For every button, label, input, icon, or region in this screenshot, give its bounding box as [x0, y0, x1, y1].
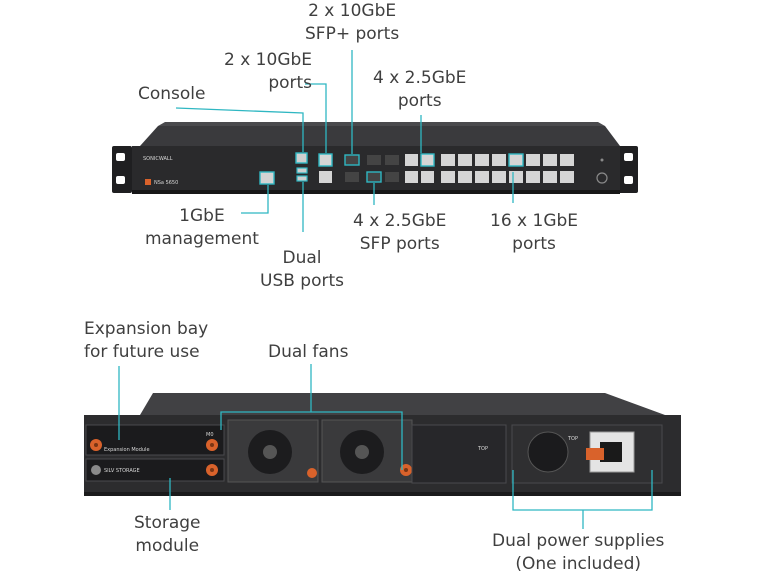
port-1g: [475, 171, 489, 183]
psu-bay-empty: [411, 424, 507, 484]
label-usb-line2: USB ports: [260, 271, 345, 291]
label-sfp-plus-10g-line1: 2 x 10GbE: [308, 1, 397, 21]
label-fans: Dual fans: [268, 342, 349, 362]
label-ports-1g: 16 x 1GbE ports: [490, 210, 578, 256]
port-1g: [458, 154, 472, 166]
port-1g: [492, 154, 506, 166]
screw-icon: [307, 468, 317, 478]
label-ports-25g-line1: 4 x 2.5GbE: [373, 68, 467, 88]
front-callouts: [175, 50, 514, 232]
mgmt-port: [259, 171, 275, 185]
ports-1g-group: [441, 153, 574, 183]
port-10g-2: [319, 171, 332, 183]
top-text: TOP: [477, 446, 488, 452]
port-1g: [458, 171, 472, 183]
fan-2: [321, 419, 413, 483]
console-port: [295, 152, 308, 164]
label-ports-1g-line1: 16 x 1GbE: [490, 211, 579, 231]
sfp-25g-1: [367, 155, 381, 165]
label-console: Console: [138, 84, 206, 104]
ports-25g-group: [405, 153, 435, 183]
label-ports-10g: 2 x 10GbE ports: [224, 49, 312, 95]
label-expansion-bay-line1: Expansion bay: [84, 319, 209, 339]
port-1g: [441, 171, 455, 183]
label-ports-25g-line2: ports: [397, 91, 442, 111]
label-expansion-bay-line2: for future use: [84, 342, 200, 362]
expansion-module-text: Expansion Module: [104, 447, 150, 453]
label-storage-line2: module: [135, 536, 200, 556]
port-1g: [526, 154, 540, 166]
expansion-module: [85, 424, 225, 456]
m0-text: M0: [206, 432, 214, 438]
label-storage: Storage module: [134, 512, 201, 558]
label-sfp-25g-line2: SFP ports: [359, 234, 440, 254]
port-1g: [492, 171, 506, 183]
port-1g: [560, 154, 574, 166]
sfp-25g-2: [385, 155, 399, 165]
sfp-plus-1: [344, 154, 360, 166]
brand-text: SONICWALL: [143, 156, 173, 162]
label-ports-1g-line2: ports: [512, 234, 556, 254]
port-10g-1: [318, 153, 333, 167]
usb-port-1: [296, 167, 308, 174]
port-1g: [475, 154, 489, 166]
sfp-plus-2: [345, 172, 359, 182]
port-1g: [509, 171, 523, 183]
label-usb-line1: Dual: [282, 248, 322, 268]
label-sfp-25g-line1: 4 x 2.5GbE: [353, 211, 447, 231]
model-text: NSa 5650: [154, 180, 178, 186]
storage-module: [85, 458, 225, 482]
label-power: Dual power supplies (One included): [492, 530, 664, 576]
sonicwall-logo-icon: [145, 179, 151, 185]
power-button-icon: [596, 172, 608, 184]
port-1g: [441, 154, 455, 166]
port-1g: [543, 154, 557, 166]
usb-port-2: [296, 175, 308, 182]
label-storage-line1: Storage: [134, 513, 201, 533]
label-power-line2: (One included): [515, 554, 641, 574]
label-mgmt-1g-line1: 1GbE: [179, 206, 225, 226]
label-ports-10g-line2: ports: [268, 73, 313, 93]
top-text: TOP: [567, 436, 578, 442]
label-sfp-25g: 4 x 2.5GbE SFP ports: [353, 210, 446, 256]
storage-module-text: SILV STORAGE: [104, 468, 140, 474]
label-ports-10g-line1: 2 x 10GbE: [224, 50, 313, 70]
fan-1: [227, 419, 319, 483]
label-mgmt-1g: 1GbE management: [145, 205, 259, 251]
port-1g: [560, 171, 574, 183]
sfp-25g-4: [385, 172, 399, 182]
label-sfp-plus-10g: 2 x 10GbE SFP+ ports: [305, 0, 399, 46]
label-sfp-plus-10g-line2: SFP+ ports: [305, 24, 400, 44]
label-power-line1: Dual power supplies: [492, 531, 665, 551]
port-1g: [526, 171, 540, 183]
port-1g: [508, 153, 524, 167]
label-usb: Dual USB ports: [260, 247, 344, 293]
label-ports-25g: 4 x 2.5GbE ports: [373, 67, 466, 113]
rear-chassis: Expansion Module M0 SILV STORAGE TOP TO: [84, 393, 681, 496]
rear-callouts: [118, 364, 653, 529]
front-chassis: SONICWALL NSa 5650: [112, 122, 638, 194]
label-mgmt-1g-line2: management: [145, 229, 259, 249]
label-expansion-bay: Expansion bay for future use: [84, 318, 208, 364]
port-1g: [543, 171, 557, 183]
sfp-25g-3: [366, 171, 382, 183]
